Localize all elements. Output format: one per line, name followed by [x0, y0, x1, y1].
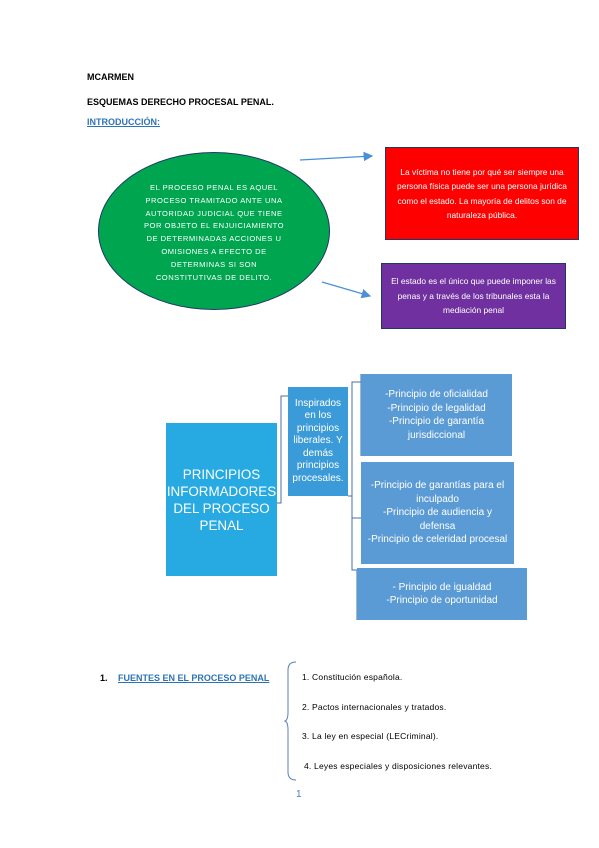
definition-line: OMISIONES A EFECTO DE [161, 246, 267, 256]
source-item: 2. Pactos internacionales y tratados. [302, 702, 447, 712]
definition-line: EL PROCESO PENAL ES AQUEL [150, 183, 278, 192]
state-note-text: El estado es el único que puede imponer … [391, 276, 556, 316]
principle-item: -Principio de celeridad procesal [367, 534, 508, 546]
definition-line: DETERMINAS SI SON [170, 259, 258, 269]
inspired-box: Inspirados en los principios liberales. … [288, 387, 348, 496]
sources-heading-link[interactable]: FUENTES EN EL PROCESO PENAL [118, 673, 270, 683]
principles-group-3: - Principio de igualdad -Principio de op… [357, 568, 527, 620]
sources-brace [284, 661, 297, 781]
state-note-box: El estado es el único que puede imponer … [381, 263, 566, 329]
page-number: 1 [296, 789, 302, 800]
principles-group-1: -Principio de oficialidad -Principio de … [361, 374, 512, 456]
source-item: 3. La ley en especial (LECriminal). [302, 731, 439, 741]
principle-item: -Principio de legalidad [387, 402, 486, 414]
arrow-to-purple-box [321, 281, 372, 299]
author-name: MCARMEN [87, 72, 134, 82]
principle-item: - Principio de igualdad [392, 581, 492, 593]
principles-group-2: -Principio de garantías para el inculpad… [361, 462, 514, 564]
victim-note-box: La víctima no tiene por qué ser siempre … [385, 147, 579, 240]
victim-note-text: La víctima no tiene por qué ser siempre … [397, 166, 567, 221]
connector-main-to-inspired [277, 395, 288, 504]
definition-text: EL PROCESO PENAL ES AQUEL PROCESO TRAMIT… [130, 182, 298, 284]
principle-item: -Principio de oportunidad [386, 595, 498, 606]
principles-main-box: PRINCIPIOS INFORMADORES DEL PROCESO PENA… [166, 423, 277, 576]
definition-line: DE DETERMINADAS ACCIONES U [146, 234, 282, 244]
source-item: 1. Constitución española. [302, 672, 403, 682]
principle-item: -Principio de garantías para el inculpad… [370, 480, 505, 505]
document-title: ESQUEMAS DERECHO PROCESAL PENAL. [87, 97, 274, 107]
principle-item: -Principio de audiencia y defensa [383, 507, 492, 532]
arrow-to-red-box [299, 151, 374, 162]
inspired-text: Inspirados en los principios liberales. … [292, 398, 344, 484]
definition-line: PROCESO TRAMITADO ANTE UNA [145, 195, 283, 205]
principle-item: -Principio de oficialidad [385, 389, 488, 400]
section-number: 1. [100, 673, 108, 683]
source-item: 4. Leyes especiales y disposiciones rele… [304, 761, 492, 771]
definition-ellipse [98, 152, 330, 310]
principle-item: -Principio de garantía jurisdiccional [388, 416, 485, 441]
definition-line: CONSTITUTIVAS DE DELITO. [155, 272, 273, 282]
definition-line: AUTORIDAD JUDICIAL QUE TIENE [145, 208, 283, 218]
definition-line: POR OBJETO EL ENJUICIAMIENTO [143, 221, 285, 231]
principles-main-title: PRINCIPIOS INFORMADORES DEL PROCESO PENA… [166, 466, 277, 533]
intro-link[interactable]: INTRODUCCIÓN: [87, 117, 160, 127]
